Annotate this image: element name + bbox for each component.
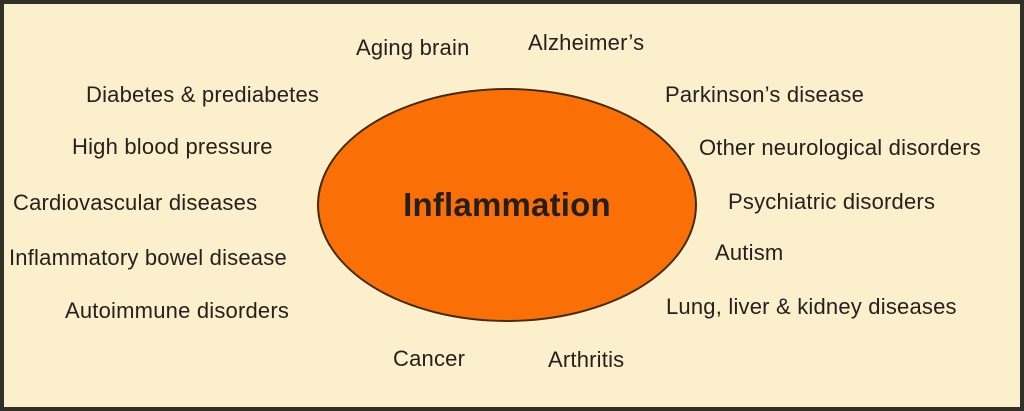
- label-parkinsons-disease: Parkinson’s disease: [665, 82, 865, 107]
- inflammation-label: Inflammation: [403, 186, 611, 223]
- inflammation-ellipse: Inflammation: [317, 88, 697, 322]
- label-inflammatory-bowel-disease: Inflammatory bowel disease: [9, 245, 287, 270]
- label-autoimmune-disorders: Autoimmune disorders: [65, 298, 290, 323]
- label-cardiovascular-diseases: Cardiovascular diseases: [13, 190, 258, 215]
- label-autism: Autism: [715, 240, 784, 265]
- label-lung-liver-kidney-diseases: Lung, liver & kidney diseases: [666, 294, 957, 319]
- label-high-blood-pressure: High blood pressure: [72, 134, 273, 159]
- label-other-neurological-disorders: Other neurological disorders: [699, 135, 981, 160]
- label-alzheimers: Alzheimer’s: [528, 30, 645, 55]
- label-cancer: Cancer: [393, 346, 466, 371]
- label-diabetes-prediabetes: Diabetes & prediabetes: [86, 82, 320, 107]
- label-arthritis: Arthritis: [548, 347, 625, 372]
- label-psychiatric-disorders: Psychiatric disorders: [728, 189, 936, 214]
- label-aging-brain: Aging brain: [356, 35, 470, 60]
